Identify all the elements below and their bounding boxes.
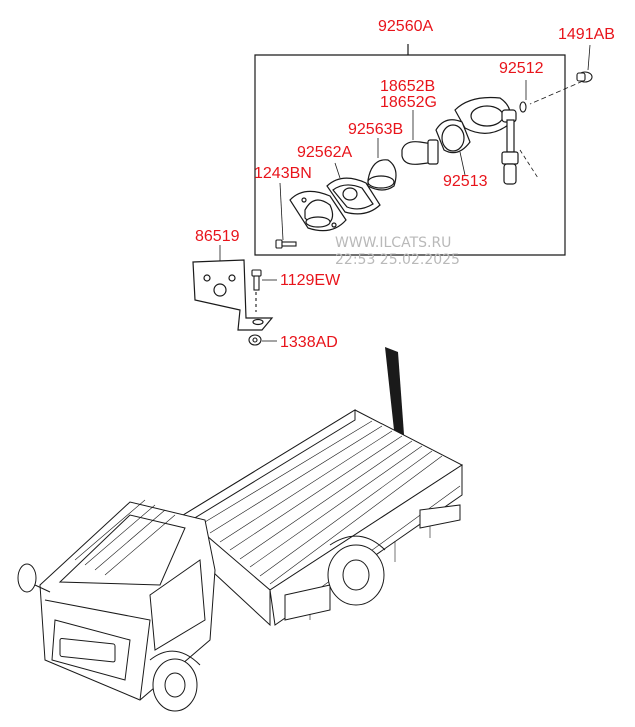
label-screw-left[interactable]: 1243BN <box>254 165 312 182</box>
label-screw-right[interactable]: 1491AB <box>558 26 615 43</box>
watermark-timestamp: 22:53 25.02.2025 <box>335 252 460 268</box>
leader-lines <box>219 44 591 342</box>
label-nut[interactable]: 1338AD <box>280 334 338 351</box>
bolt-part <box>251 269 262 312</box>
label-bolt[interactable]: 1129EW <box>280 272 341 289</box>
seal-ring-part <box>519 101 527 113</box>
label-lens[interactable]: 92563B <box>348 121 404 138</box>
truck-drawing <box>17 409 463 712</box>
screw-right-part <box>576 71 593 83</box>
label-bulb-a[interactable]: 18652B <box>380 78 436 95</box>
socket-part <box>435 96 519 185</box>
gasket-part <box>326 177 381 215</box>
label-bracket[interactable]: 86519 <box>195 228 240 245</box>
bracket-part <box>192 259 274 331</box>
watermark-site: WWW.ILCATS.RU <box>335 235 452 251</box>
housing-part <box>289 190 347 232</box>
assembly-frame <box>254 44 566 256</box>
bulb-part <box>401 139 439 165</box>
label-housing-gasket[interactable]: 92562A <box>297 144 353 161</box>
label-socket-seal[interactable]: 92512 <box>499 60 544 77</box>
label-bulb-b[interactable]: 18652G <box>380 94 437 111</box>
screw-left-part <box>275 239 297 249</box>
nut-part <box>248 334 262 346</box>
label-assembly[interactable]: 92560A <box>378 18 434 35</box>
lens-part <box>367 159 397 191</box>
label-socket[interactable]: 92513 <box>443 173 488 190</box>
